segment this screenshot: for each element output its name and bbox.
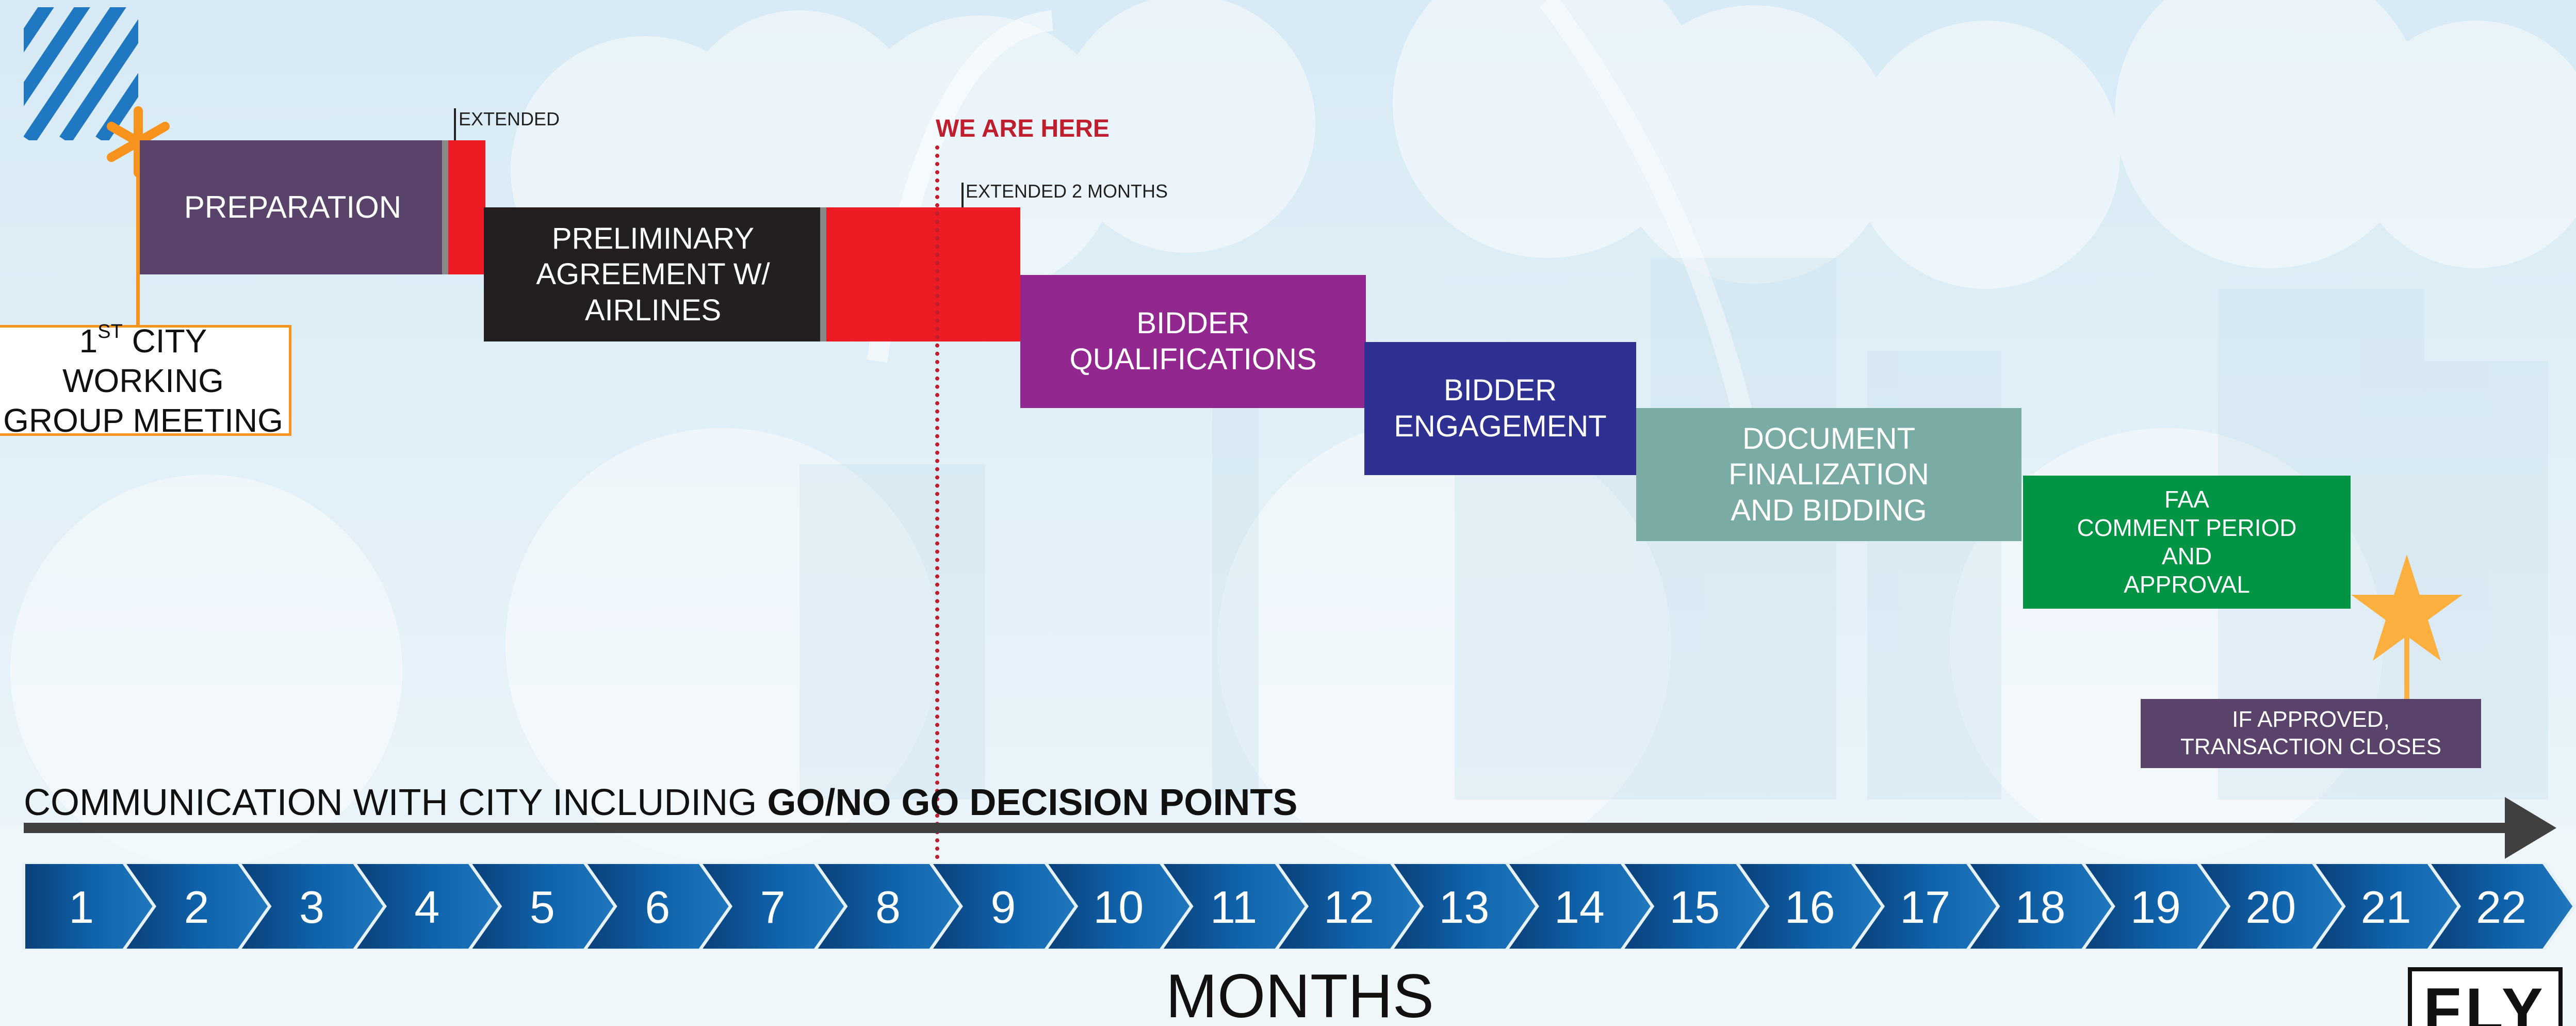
meeting-line2: GROUP MEETING <box>3 401 283 439</box>
phase-closing-line2: TRANSACTION CLOSES <box>2180 734 2442 759</box>
month-chevron <box>1965 862 2115 950</box>
month-number: 5 <box>529 882 555 933</box>
month-number: 3 <box>299 882 324 933</box>
phase-preparation: PREPARATION <box>140 140 446 274</box>
month-chevron <box>1735 862 1885 950</box>
month-number: 2 <box>184 882 209 933</box>
month-number: 10 <box>1093 882 1144 933</box>
extension-divider <box>442 140 448 274</box>
phase-faa-line4: APPROVAL <box>2124 571 2250 598</box>
communication-regular: COMMUNICATION WITH CITY INCLUDING <box>24 782 768 823</box>
month-chevron <box>121 862 272 950</box>
month-number: 17 <box>1900 882 1951 933</box>
striped-square-icon <box>24 7 138 140</box>
month-number: 9 <box>990 882 1016 933</box>
month-number: 14 <box>1554 882 1605 933</box>
phase-preliminary-line2: AGREEMENT W/ <box>536 257 770 291</box>
end-marker-line <box>2404 633 2409 701</box>
phase-qualifications-line2: QUALIFICATIONS <box>1069 343 1317 376</box>
communication-bold: GO/NO GO DECISION POINTS <box>767 782 1298 823</box>
months-axis-label: MONTHS <box>1166 962 1434 1026</box>
extended-2-note: EXTENDED 2 MONTHS <box>966 181 1168 202</box>
start-marker-line <box>136 139 140 325</box>
phase-preliminary-line1: PRELIMINARY <box>551 221 755 255</box>
month-chevron <box>2426 862 2576 950</box>
month-chevron <box>582 862 733 950</box>
extended-note: EXTENDED <box>459 108 560 129</box>
star-icon <box>2351 555 2463 661</box>
month-number: 13 <box>1439 882 1490 933</box>
phase-preparation-label: PREPARATION <box>184 190 402 224</box>
meeting-line1-rest: CITY WORKING <box>62 322 224 400</box>
month-chevron <box>1159 862 1309 950</box>
phase-faa-approval: FAA COMMENT PERIOD AND APPROVAL <box>2023 476 2351 609</box>
month-chevron <box>1274 862 1424 950</box>
extension-block-1 <box>448 140 485 274</box>
extended-tick <box>454 108 456 140</box>
month-chevron <box>1043 862 1194 950</box>
month-chevron <box>352 862 502 950</box>
extension-divider <box>820 207 826 341</box>
phase-preliminary-agreement: PRELIMINARY AGREEMENT W/ AIRLINES <box>484 207 822 341</box>
month-chevron <box>237 862 387 950</box>
month-number: 8 <box>875 882 901 933</box>
month-timeline <box>22 862 2576 950</box>
phase-bidder-qualifications: BIDDER QUALIFICATIONS <box>1020 275 1366 408</box>
month-chevron <box>928 862 1079 950</box>
we-are-here-line <box>935 145 939 950</box>
month-number: 11 <box>1210 882 1258 933</box>
phase-bidder-engagement: BIDDER ENGAGEMENT <box>1364 342 1636 475</box>
month-chevron <box>1619 862 1770 950</box>
phase-faa-line1: FAA <box>2164 485 2209 513</box>
phase-closing-line1: IF APPROVED, <box>2232 707 2390 732</box>
month-number: 1 <box>69 882 94 933</box>
month-number: 6 <box>645 882 671 933</box>
month-number: 18 <box>2015 882 2066 933</box>
phase-faa-line3: AND <box>2161 543 2212 569</box>
phase-qualifications-line1: BIDDER <box>1136 306 1250 340</box>
month-chevron <box>1850 862 2000 950</box>
phase-engagement-line2: ENGAGEMENT <box>1394 410 1607 443</box>
phase-transaction-closes: IF APPROVED, TRANSACTION CLOSES <box>2141 699 2481 768</box>
month-number: 22 <box>2476 882 2527 933</box>
month-chevron <box>467 862 617 950</box>
meeting-line1-sup: ST <box>97 321 123 343</box>
city-working-group-meeting-callout: 1ST CITY WORKING GROUP MEETING <box>0 321 291 439</box>
month-number: 21 <box>2360 882 2411 933</box>
extended-2-tick <box>961 183 964 207</box>
phase-document-finalization: DOCUMENT FINALIZATION AND BIDDING <box>1636 408 2021 541</box>
month-chevron <box>1504 862 1655 950</box>
month-number: 16 <box>1784 882 1835 933</box>
month-chevron <box>2311 862 2461 950</box>
month-number: 7 <box>760 882 786 933</box>
we-are-here-label: WE ARE HERE <box>936 115 1110 142</box>
month-number: 20 <box>2245 882 2296 933</box>
month-chevron <box>2195 862 2346 950</box>
fly-logo: FLY <box>2408 967 2563 1026</box>
phase-finalization-line1: DOCUMENT <box>1742 421 1916 455</box>
phase-engagement-line1: BIDDER <box>1443 373 1557 408</box>
phase-finalization-line2: FINALIZATION <box>1729 458 1929 492</box>
meeting-line1-prefix: 1 <box>79 322 98 360</box>
month-chevron <box>1389 862 1539 950</box>
phase-preliminary-line3: AIRLINES <box>584 293 722 327</box>
month-chevron <box>813 862 963 950</box>
month-number: 12 <box>1324 882 1375 933</box>
communication-text: COMMUNICATION WITH CITY INCLUDING GO/NO … <box>24 781 1297 824</box>
month-number: 4 <box>414 882 440 933</box>
phase-finalization-line3: AND BIDDING <box>1731 493 1927 527</box>
month-number: 19 <box>2130 882 2181 933</box>
month-number: 15 <box>1669 882 1720 933</box>
month-chevron <box>697 862 848 950</box>
month-chevron <box>2080 862 2231 950</box>
extension-block-2 <box>826 207 1020 341</box>
communication-arrow <box>24 797 2556 859</box>
phase-faa-line2: COMMENT PERIOD <box>2077 514 2297 541</box>
